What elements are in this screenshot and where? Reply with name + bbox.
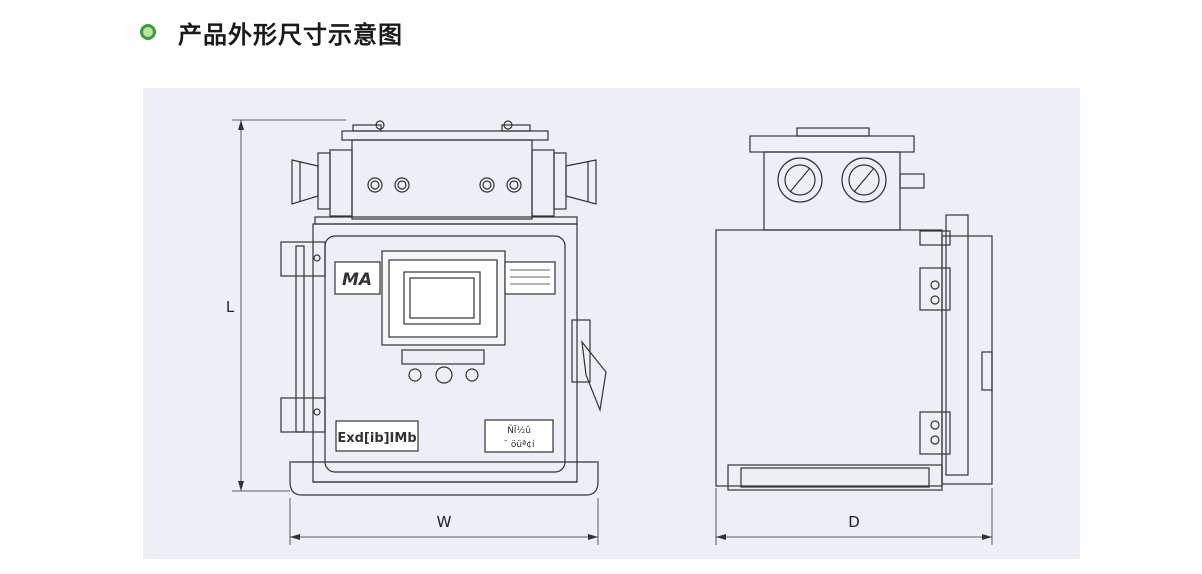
height-dimension-label: L bbox=[226, 298, 235, 316]
diagram-panel bbox=[143, 88, 1080, 559]
rating-plate-text: Exd[ib]IMb bbox=[337, 431, 416, 446]
ma-badge-text: MA bbox=[342, 270, 372, 290]
front-view: MA Exd bbox=[232, 119, 607, 545]
width-dimension-label: W bbox=[437, 513, 452, 531]
section-heading: 产品外形尺寸示意图 bbox=[140, 14, 403, 50]
nameplate-line2: ¯ öüª¢í bbox=[503, 440, 535, 450]
depth-dimension-label: D bbox=[848, 513, 860, 531]
page-title: 产品外形尺寸示意图 bbox=[178, 20, 403, 49]
side-view bbox=[715, 127, 993, 545]
nameplate-line1: ÑÏ½û bbox=[507, 425, 531, 436]
green-circle-bullet-icon bbox=[140, 24, 156, 40]
